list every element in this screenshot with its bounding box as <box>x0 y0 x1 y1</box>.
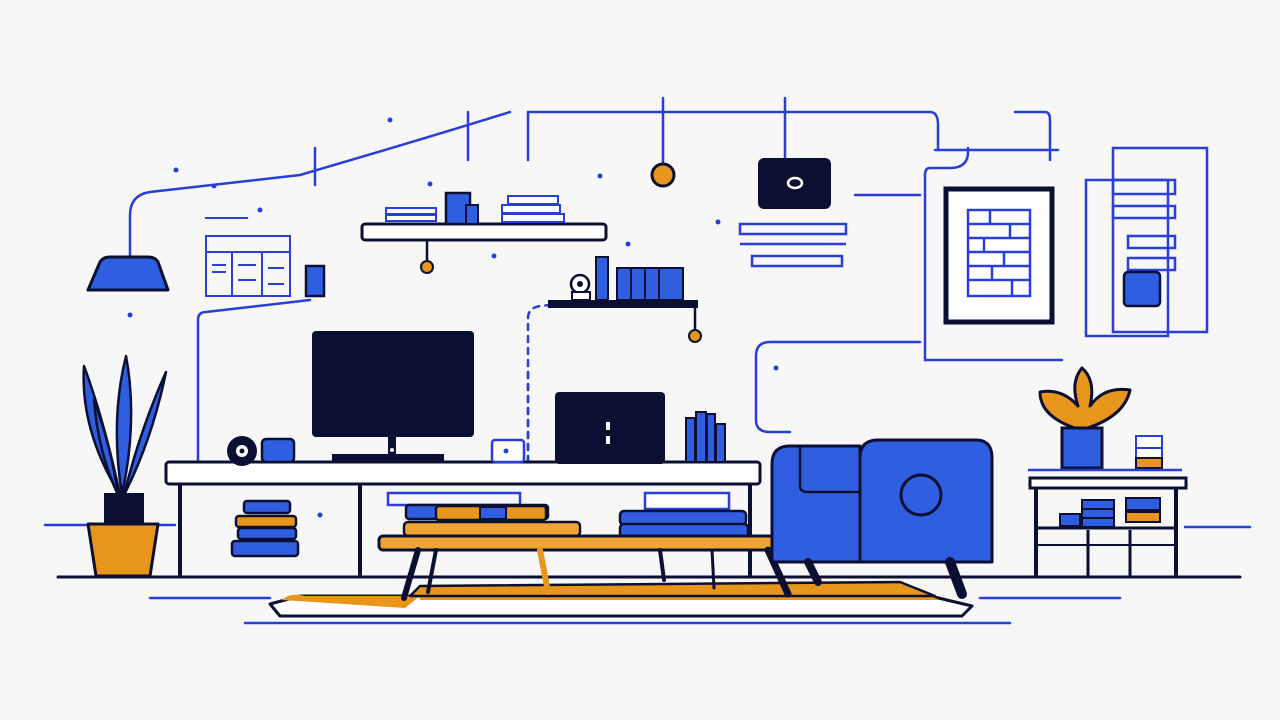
framed-picture-icon <box>943 186 1055 325</box>
armchair-icon <box>770 438 994 599</box>
blue-square-icon <box>1122 270 1162 308</box>
desk-monitor-icon <box>312 331 474 462</box>
wall-window-icon <box>205 217 291 297</box>
desk-icon <box>164 460 762 577</box>
side-table-icon <box>1028 468 1188 578</box>
coffee-table-icon <box>377 503 851 601</box>
wall-shelf-middle <box>548 256 702 343</box>
rug-icon <box>268 580 974 618</box>
circuit-lines <box>128 96 1064 464</box>
potted-plant-icon <box>82 354 168 578</box>
wall-shelf-top <box>360 191 608 274</box>
small-gift-icon <box>1135 435 1163 469</box>
wall-label-lines <box>738 222 848 268</box>
hanging-ornament-icon <box>650 162 676 188</box>
side-plant-icon <box>1038 366 1132 470</box>
camera-icon <box>758 158 831 209</box>
desk-books-icon <box>685 411 726 463</box>
laptop-icon <box>555 392 665 464</box>
decor-dots <box>127 117 779 518</box>
router-dot <box>503 448 509 454</box>
wall-panel-icon <box>1084 146 1209 338</box>
small-jar-icon <box>304 264 326 298</box>
webcam-icon <box>227 436 296 466</box>
book-stack-icon <box>230 499 300 558</box>
pendant-lamp-icon <box>86 255 170 292</box>
